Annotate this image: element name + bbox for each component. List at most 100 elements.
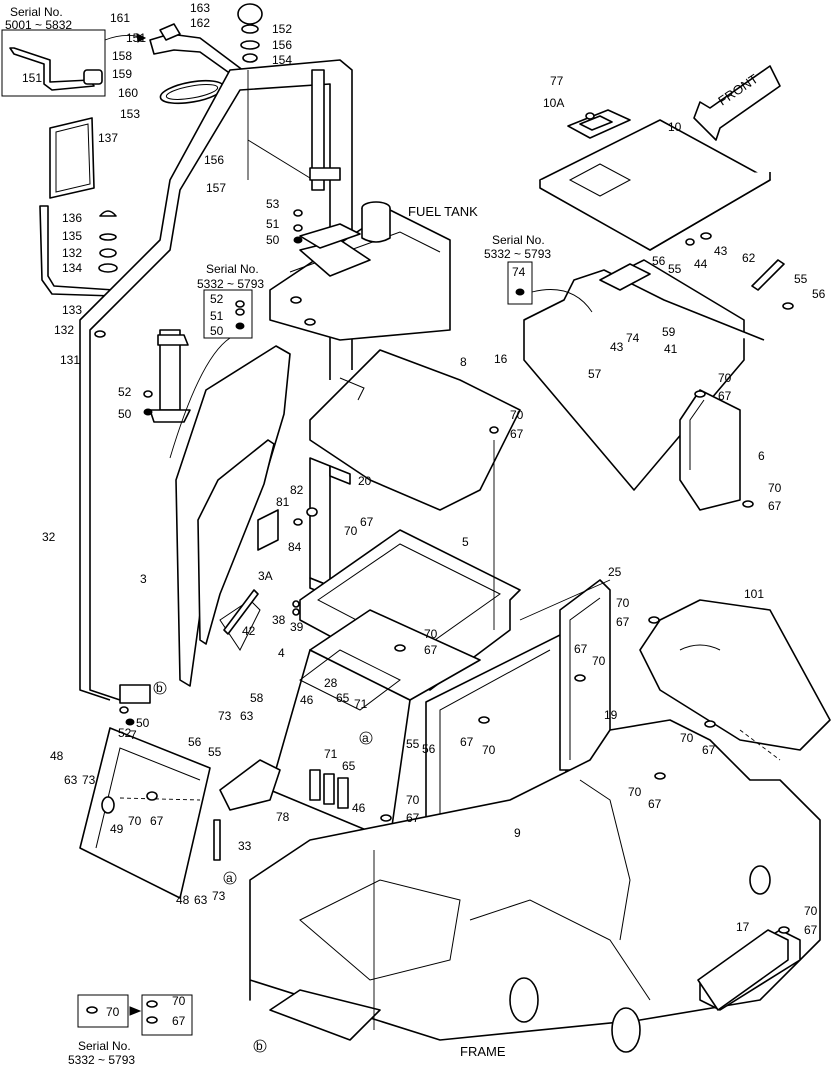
- label-136: 136: [62, 211, 82, 225]
- label-4: 4: [278, 646, 285, 660]
- label-63: 63: [64, 773, 78, 787]
- label-73: 73: [212, 889, 226, 903]
- label-162: 162: [190, 16, 210, 30]
- label-73: 73: [82, 773, 96, 787]
- label-70: 70: [768, 481, 782, 495]
- label-67: 67: [460, 735, 474, 749]
- label-52: 52: [118, 385, 132, 399]
- label-10: 10: [668, 120, 682, 134]
- side-cover: [175, 345, 291, 687]
- floor-plate: [309, 349, 521, 511]
- label-67: 67: [768, 499, 782, 513]
- label-57: 57: [588, 367, 602, 381]
- label-16: 16: [494, 352, 508, 366]
- label-20: 20: [358, 474, 372, 488]
- label-70: 70: [344, 524, 358, 538]
- label-137: 137: [98, 131, 118, 145]
- alignment-lines: [119, 70, 781, 1030]
- ref-mark-a2: a: [223, 871, 237, 885]
- tank-cover: [679, 389, 741, 511]
- label-101: 101: [744, 587, 764, 601]
- label-67: 67: [804, 923, 818, 937]
- label-156: 156: [204, 153, 224, 167]
- label-74: 74: [626, 331, 640, 345]
- mirror-serial-callout: Serial No. 5001 ~ 5832: [1, 5, 147, 97]
- label-41: 41: [664, 342, 678, 356]
- label-44: 44: [694, 257, 708, 271]
- label-3A: 3A: [258, 569, 273, 583]
- label-71: 71: [324, 747, 338, 761]
- label-52: 52: [210, 292, 224, 306]
- label-154: 154: [272, 53, 292, 67]
- label-70: 70: [592, 654, 606, 668]
- label-56: 56: [188, 735, 202, 749]
- serial-title-step: Serial No.: [206, 262, 259, 276]
- label-51: 51: [266, 217, 280, 231]
- tank-serial-callout: Serial No. 5332 ~ 5793: [484, 233, 593, 313]
- label-46: 46: [352, 801, 366, 815]
- label-43: 43: [714, 244, 728, 258]
- fasteners: [86, 112, 790, 1024]
- label-77: 77: [550, 74, 564, 88]
- label-152: 152: [272, 22, 292, 36]
- label-132: 132: [62, 246, 82, 260]
- label-3: 3: [140, 572, 147, 586]
- ref-mark-b1: b: [153, 681, 167, 695]
- label-55: 55: [668, 262, 682, 276]
- label-32: 32: [42, 530, 56, 544]
- label-63: 63: [194, 893, 208, 907]
- frame-title: FRAME: [460, 1044, 506, 1059]
- label-73: 73: [218, 709, 232, 723]
- label-67: 67: [360, 515, 374, 529]
- label-134: 134: [62, 261, 82, 275]
- label-67: 67: [510, 427, 524, 441]
- label-67: 67: [702, 743, 716, 757]
- label-49: 49: [110, 822, 124, 836]
- label-67: 67: [718, 389, 732, 403]
- ref-mark-b2: b: [253, 1039, 267, 1053]
- label-38: 38: [272, 613, 286, 627]
- label-157: 157: [206, 181, 226, 195]
- label-74: 74: [512, 265, 526, 279]
- serial-title-bottom: Serial No.: [78, 1039, 131, 1053]
- label-62: 62: [742, 251, 756, 265]
- label-10A: 10A: [543, 96, 564, 110]
- fuel-tank-title: FUEL TANK: [408, 204, 478, 219]
- label-82: 82: [290, 483, 304, 497]
- label-161: 161: [110, 11, 130, 25]
- label-67: 67: [648, 797, 662, 811]
- label-70: 70: [616, 596, 630, 610]
- label-70: 70: [628, 785, 642, 799]
- part-labels: 151 161 163 162 151 158 159 160 153 152 …: [22, 1, 826, 1028]
- label-151: 151: [22, 71, 42, 85]
- label-81: 81: [276, 495, 290, 509]
- label-135: 135: [62, 229, 82, 243]
- label-48: 48: [176, 893, 190, 907]
- label-158: 158: [112, 49, 132, 63]
- label-50: 50: [118, 407, 132, 421]
- label-56: 56: [812, 287, 826, 301]
- label-8: 8: [460, 355, 467, 369]
- label-151: 151: [126, 31, 146, 45]
- ref-a-label: a: [226, 871, 233, 885]
- step: [79, 727, 211, 899]
- ref-b-label: b: [156, 681, 163, 695]
- ref-a-label: a: [362, 731, 369, 745]
- label-9: 9: [514, 826, 521, 840]
- label-160: 160: [118, 86, 138, 100]
- label-58: 58: [250, 691, 264, 705]
- seat-box: [269, 609, 481, 841]
- label-65: 65: [342, 759, 356, 773]
- label-156: 156: [272, 38, 292, 52]
- label-133: 133: [62, 303, 82, 317]
- label-42: 42: [242, 624, 256, 638]
- label-65: 65: [336, 691, 350, 705]
- label-67: 67: [406, 811, 420, 825]
- label-51: 51: [210, 309, 224, 323]
- serial-range-tank: 5332 ~ 5793: [484, 247, 551, 261]
- label-70: 70: [482, 743, 496, 757]
- label-67: 67: [616, 615, 630, 629]
- serial-range-step: 5332 ~ 5793: [197, 277, 264, 291]
- label-50: 50: [210, 324, 224, 338]
- label-52: 52: [118, 726, 132, 740]
